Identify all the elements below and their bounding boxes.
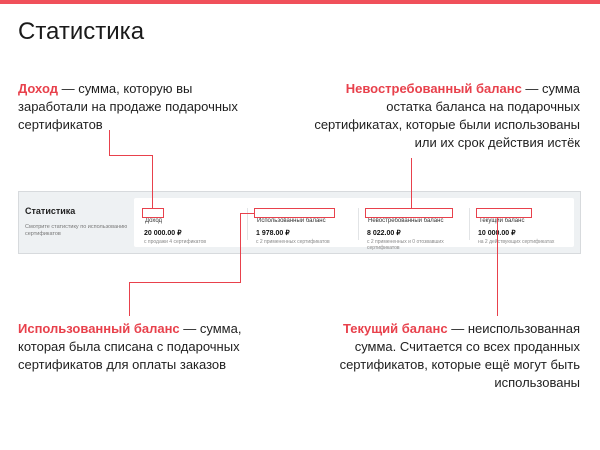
connector-used (240, 213, 254, 214)
stat-divider (358, 208, 359, 240)
stat-divider (247, 208, 248, 240)
connector-income (152, 155, 153, 208)
connector-income (109, 130, 110, 156)
annotation-income: Доход — сумма, которую вы заработали на … (18, 80, 238, 134)
statistics-panel-screenshot: Статистика Смотрите статистику по исполь… (18, 191, 581, 254)
stat-income-label: Доход (145, 218, 163, 224)
connector-used (240, 213, 241, 283)
stat-used-value: 1 978.00 ₽ (256, 230, 290, 237)
stat-used: Использованный баланс 1 978.00 ₽ с 2 при… (256, 209, 356, 245)
annotation-unclaimed: Невостребованный баланс — сумма остатка … (310, 80, 580, 152)
stat-unclaimed-label: Невостребованный баланс (368, 218, 444, 224)
stat-divider (469, 208, 470, 240)
annotation-unclaimed-term: Невостребованный баланс (345, 81, 522, 96)
highlight-unclaimed-label (365, 208, 453, 218)
annotation-unclaimed-text: — сумма остатка баланса на подарочных се… (314, 81, 580, 150)
annotation-used-term: Использованный баланс (18, 321, 180, 336)
stat-current-value: 10 000.00 ₽ (478, 230, 516, 237)
annotation-income-text: — сумма, которую вы заработали на продаж… (18, 81, 238, 132)
stat-used-label: Использованный баланс (257, 218, 326, 224)
connector-income (109, 155, 153, 156)
panel-header: Статистика Смотрите статистику по исполь… (25, 206, 133, 238)
stat-unclaimed: Невостребованный баланс 8 022.00 ₽ с 2 п… (367, 209, 467, 251)
stat-current-label: Текущий баланс (479, 218, 525, 224)
annotation-used: Использованный баланс — сумма, которая б… (18, 320, 258, 374)
annotation-used-text: — сумма, которая была списана с подарочн… (18, 321, 242, 372)
stats-card: Доход 20 000.00 ₽ с продажи 4 сертификат… (134, 198, 574, 251)
connector-current (497, 218, 498, 316)
stat-unclaimed-sub: с 2 примененных и 0 отозвавших сертифика… (367, 239, 444, 251)
stat-unclaimed-value: 8 022.00 ₽ (367, 230, 401, 237)
stat-used-sub: с 2 примененных сертификатов (256, 239, 330, 245)
top-accent-bar (0, 0, 600, 4)
page-title: Статистика (18, 18, 145, 45)
annotation-income-term: Доход (18, 81, 58, 96)
connector-used (129, 282, 241, 283)
panel-description: Смотрите статистику по использованию сер… (25, 224, 128, 237)
highlight-income-label (142, 208, 164, 218)
panel-title: Статистика (25, 206, 76, 216)
connector-used (129, 282, 130, 316)
stat-income: Доход 20 000.00 ₽ с продажи 4 сертификат… (144, 209, 244, 245)
highlight-current-label (476, 208, 532, 218)
annotation-current: Текущий баланс — неиспользованная сумма.… (310, 320, 580, 392)
annotation-current-term: Текущий баланс (342, 321, 448, 336)
stat-income-sub: с продажи 4 сертификатов (144, 239, 207, 245)
stat-current: Текущий баланс 10 000.00 ₽ на 2 действую… (478, 209, 578, 245)
stat-income-value: 20 000.00 ₽ (144, 230, 182, 237)
annotation-current-text: — неиспользованная сумма. Считается со в… (339, 321, 580, 390)
highlight-used-label (254, 208, 335, 218)
connector-unclaimed (411, 158, 412, 208)
stat-current-sub: на 2 действующих сертификатах (478, 239, 555, 245)
